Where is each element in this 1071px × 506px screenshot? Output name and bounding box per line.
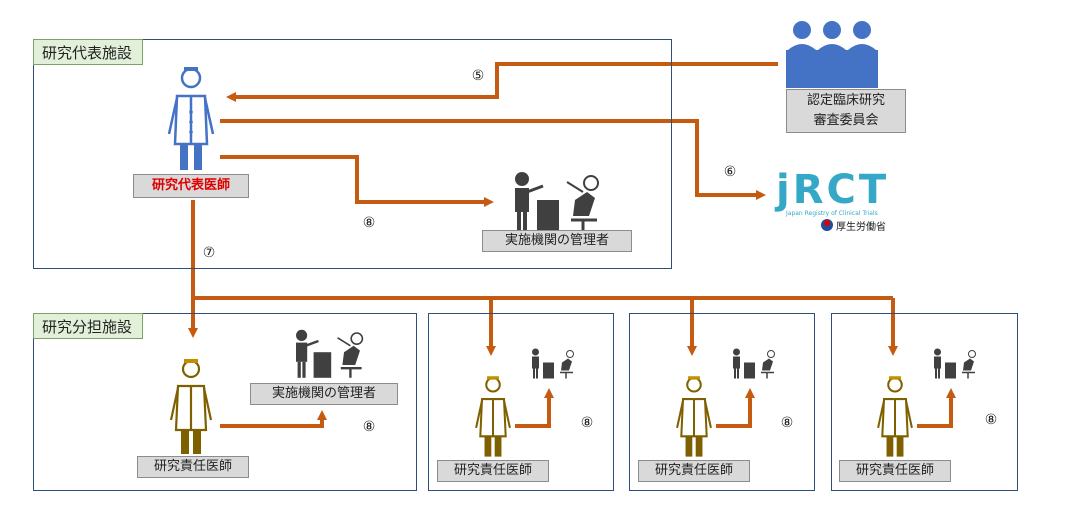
ministry-label: 厚生労働省 xyxy=(836,222,886,233)
marker-7: ⑦ xyxy=(202,245,216,261)
representative-label: 研究代表医師 xyxy=(133,174,249,198)
site2-doctor-label: 研究責任医師 xyxy=(437,460,549,482)
site3-doctor-icon xyxy=(676,376,712,457)
admin-sub-label: 実施機関の管理者 xyxy=(250,383,398,405)
main-site-box xyxy=(33,39,672,269)
sub-doctor-icon xyxy=(169,359,213,454)
admin-sub-icon xyxy=(296,329,364,378)
sub-site-box xyxy=(33,313,417,491)
sub-site-title: 研究分担施設 xyxy=(33,313,144,339)
arrow-8-sub xyxy=(220,410,327,428)
admin-main-icon xyxy=(515,172,599,232)
admin-main-label: 実施機関の管理者 xyxy=(482,230,632,252)
marker-8-main: ⑧ xyxy=(362,215,376,231)
committee-label-line2: 審査委員会 xyxy=(813,113,879,128)
marker-8-sub: ⑧ xyxy=(362,419,376,435)
site4-admin-icon xyxy=(934,348,976,379)
arrow-8-main xyxy=(220,155,494,207)
jrct-logo: jRCT Japan Registry of Clinical Trials 厚… xyxy=(776,168,901,234)
arrow-8-site3 xyxy=(716,388,755,428)
site-box-2 xyxy=(428,313,614,491)
jrct-subtitle: Japan Registry of Clinical Trials xyxy=(786,210,878,217)
jrct-logo-letters: jRCT xyxy=(776,167,890,213)
marker-6: ⑥ xyxy=(723,164,737,180)
sub-doctor-label: 研究責任医師 xyxy=(137,456,249,478)
site-box-4 xyxy=(831,313,1018,491)
committee-label: 認定臨床研究 審査委員会 xyxy=(786,89,906,133)
main-site-title: 研究代表施設 xyxy=(33,39,144,65)
marker-5: ⑤ xyxy=(471,68,485,84)
site3-doctor-label: 研究責任医師 xyxy=(638,460,750,482)
site3-admin-icon xyxy=(733,348,775,379)
site4-doctor-label: 研究責任医師 xyxy=(839,460,951,482)
ministry-icon xyxy=(821,219,833,231)
marker-8-site4: ⑧ xyxy=(984,412,998,428)
committee-icon xyxy=(786,21,878,88)
marker-8-site2: ⑧ xyxy=(580,415,594,431)
marker-8-site3: ⑧ xyxy=(780,415,794,431)
arrow-8-site2 xyxy=(515,388,554,428)
site2-admin-icon xyxy=(532,348,574,379)
arrow-5 xyxy=(226,62,778,102)
committee-label-line1: 認定臨床研究 xyxy=(806,93,885,108)
representative-doctor-icon xyxy=(167,67,215,170)
site2-doctor-icon xyxy=(475,376,511,457)
arrow-8-site4 xyxy=(917,388,956,428)
site-box-3 xyxy=(629,313,815,491)
arrow-6 xyxy=(220,119,766,200)
site4-doctor-icon xyxy=(877,376,913,457)
